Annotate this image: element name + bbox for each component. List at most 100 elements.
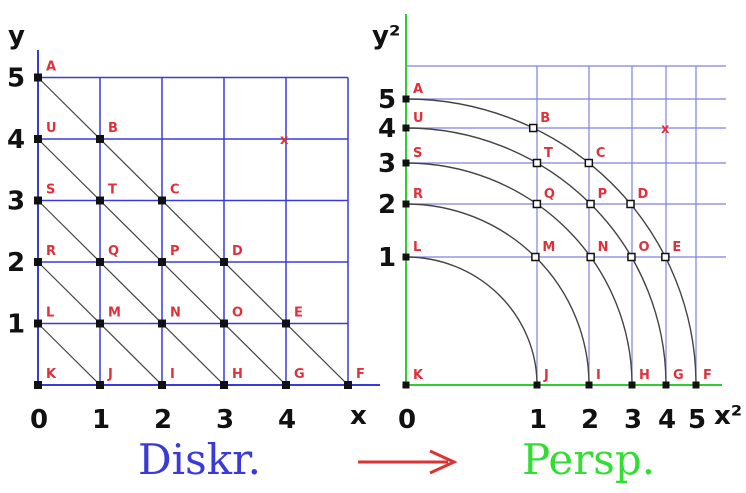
caption-discrete: Diskr. <box>138 435 261 484</box>
y-axis-label: y² <box>372 21 400 51</box>
point-label: H <box>639 368 650 383</box>
y-tick-label: 5 <box>378 85 396 115</box>
point-label: M <box>108 306 121 321</box>
y-tick-label: 1 <box>7 310 25 340</box>
y-tick-label: 2 <box>7 248 25 278</box>
x-axis-label: x <box>350 401 367 431</box>
point-label: A <box>46 60 56 75</box>
caption-perspective: Persp. <box>522 435 655 484</box>
grid-point <box>282 381 290 389</box>
curve-point <box>402 200 410 208</box>
curve-point <box>586 252 595 262</box>
point-label: S <box>413 146 422 161</box>
curve-point <box>528 123 538 133</box>
point-label: I <box>170 367 175 382</box>
point-label: O <box>232 306 243 321</box>
grid-point <box>34 135 42 143</box>
x-tick-label: 3 <box>216 405 234 435</box>
grid-point <box>158 381 166 389</box>
point-label: L <box>413 240 421 255</box>
x-tick-label: 2 <box>581 405 599 435</box>
x-marker: x <box>661 122 670 137</box>
curve-point <box>402 124 410 132</box>
point-label: U <box>46 121 57 136</box>
point-label: J <box>107 367 113 382</box>
transform-arrow <box>358 449 458 475</box>
grid-point <box>344 381 352 389</box>
grid-point <box>96 258 104 266</box>
curve-point <box>402 381 410 389</box>
curve-point <box>584 158 594 168</box>
y-tick-label: 4 <box>7 125 25 155</box>
grid-point <box>96 319 104 328</box>
point-label: I <box>596 368 601 383</box>
curve-point <box>626 199 635 209</box>
x-tick-label: 3 <box>624 405 642 435</box>
grid-point <box>34 258 42 266</box>
perspective-curve <box>405 256 538 386</box>
point-label: B <box>540 111 550 126</box>
point-label: D <box>232 244 243 259</box>
point-label: A <box>413 82 423 97</box>
curve-point <box>402 159 410 167</box>
point-label: Q <box>544 187 555 202</box>
curve-point <box>692 381 700 389</box>
perspective-curve <box>405 162 633 386</box>
y-tick-label: 3 <box>378 149 396 179</box>
x-tick-label: 4 <box>658 405 676 435</box>
point-label: U <box>413 111 424 126</box>
point-label: P <box>170 244 180 259</box>
grid-point <box>34 196 42 205</box>
x-tick-label: 1 <box>92 405 110 435</box>
curve-point <box>532 158 542 168</box>
grid-point <box>158 196 166 205</box>
point-label: T <box>544 146 553 161</box>
point-label: G <box>294 367 305 382</box>
point-label: D <box>638 187 649 202</box>
point-label: E <box>294 306 303 321</box>
diagonal-line <box>37 200 225 386</box>
grid-point <box>96 196 104 205</box>
point-label: S <box>46 183 55 198</box>
curve-point <box>585 381 593 389</box>
grid-point <box>220 381 228 389</box>
point-label: C <box>596 146 606 161</box>
point-label: R <box>413 187 423 202</box>
y-axis-label: y <box>8 21 25 51</box>
curve-point <box>661 252 670 262</box>
x-axis-label: x² <box>714 401 742 431</box>
point-label: E <box>672 240 681 255</box>
x-tick-label: 4 <box>278 405 296 435</box>
grid-point <box>282 319 290 328</box>
x-tick-label: 2 <box>154 405 172 435</box>
diagonal-line <box>37 77 349 386</box>
curve-point <box>627 252 636 262</box>
point-label: B <box>108 121 118 136</box>
point-label: F <box>703 368 712 383</box>
point-label: T <box>108 183 117 198</box>
grid-point <box>34 319 42 328</box>
grid-point <box>96 381 104 389</box>
point-label: P <box>598 187 608 202</box>
grid-point <box>96 135 104 143</box>
point-label: J <box>543 368 549 383</box>
x-tick-label: 0 <box>398 405 416 435</box>
point-label: Q <box>108 244 119 259</box>
perspective-curve <box>405 203 590 386</box>
curve-point <box>662 381 670 389</box>
point-label: L <box>46 306 54 321</box>
y-tick-label: 1 <box>378 243 396 273</box>
curve-point <box>628 381 636 389</box>
grid-point <box>220 319 228 328</box>
point-label: G <box>673 368 684 383</box>
curve-point <box>532 199 542 209</box>
y-tick-label: 2 <box>378 190 396 220</box>
grid-point <box>220 258 228 266</box>
point-label: N <box>170 306 181 321</box>
point-label: F <box>356 367 365 382</box>
curve-point <box>533 381 541 389</box>
curve-point <box>586 199 595 209</box>
